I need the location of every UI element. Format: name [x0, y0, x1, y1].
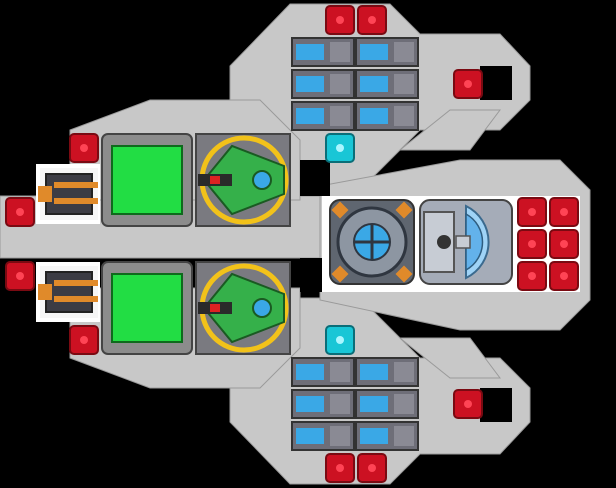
red-square-module-icon	[5, 197, 35, 227]
red-square-module-icon	[453, 389, 483, 419]
battery-cell-icon	[355, 69, 419, 99]
battery-cells-top	[291, 37, 419, 131]
red-square-module-icon	[453, 69, 483, 99]
battery-cell-icon	[291, 421, 355, 451]
battery-cell-icon	[355, 37, 419, 67]
red-square-module-icon	[517, 197, 547, 227]
thruster-engine-icon	[38, 168, 98, 220]
battery-cell-icon	[355, 357, 419, 387]
red-square-module-icon	[549, 197, 579, 227]
battery-cells-bottom	[291, 357, 419, 451]
battery-cell-icon	[291, 101, 355, 131]
battery-cell-icon	[291, 357, 355, 387]
thruster-engine-icon	[38, 266, 98, 318]
red-square-module-icon	[517, 261, 547, 291]
red-square-module-icon	[69, 325, 99, 355]
red-square-module-icon	[549, 261, 579, 291]
battery-cell-icon	[355, 389, 419, 419]
red-square-module-icon	[549, 229, 579, 259]
green-turret-icon	[195, 261, 291, 355]
cyan-blocks	[325, 133, 355, 355]
red-blocks	[5, 5, 579, 483]
battery-cell-icon	[355, 421, 419, 451]
green-turret-icon	[195, 133, 291, 227]
red-square-module-icon	[357, 5, 387, 35]
red-square-module-icon	[517, 229, 547, 259]
red-square-module-icon	[5, 261, 35, 291]
bridge-dome-icon	[419, 199, 513, 285]
battery-cell-icon	[291, 37, 355, 67]
reactor-core-icon	[329, 199, 415, 285]
battery-cell-icon	[355, 101, 419, 131]
red-square-module-icon	[69, 133, 99, 163]
red-square-module-icon	[325, 453, 355, 483]
battery-cell-icon	[291, 389, 355, 419]
green-storage-panel-icon	[101, 261, 193, 355]
cyan-square-module-icon	[325, 325, 355, 355]
green-storage-panel-icon	[101, 133, 193, 227]
red-square-module-icon	[357, 453, 387, 483]
battery-cell-icon	[291, 69, 355, 99]
cyan-square-module-icon	[325, 133, 355, 163]
red-square-module-icon	[325, 5, 355, 35]
